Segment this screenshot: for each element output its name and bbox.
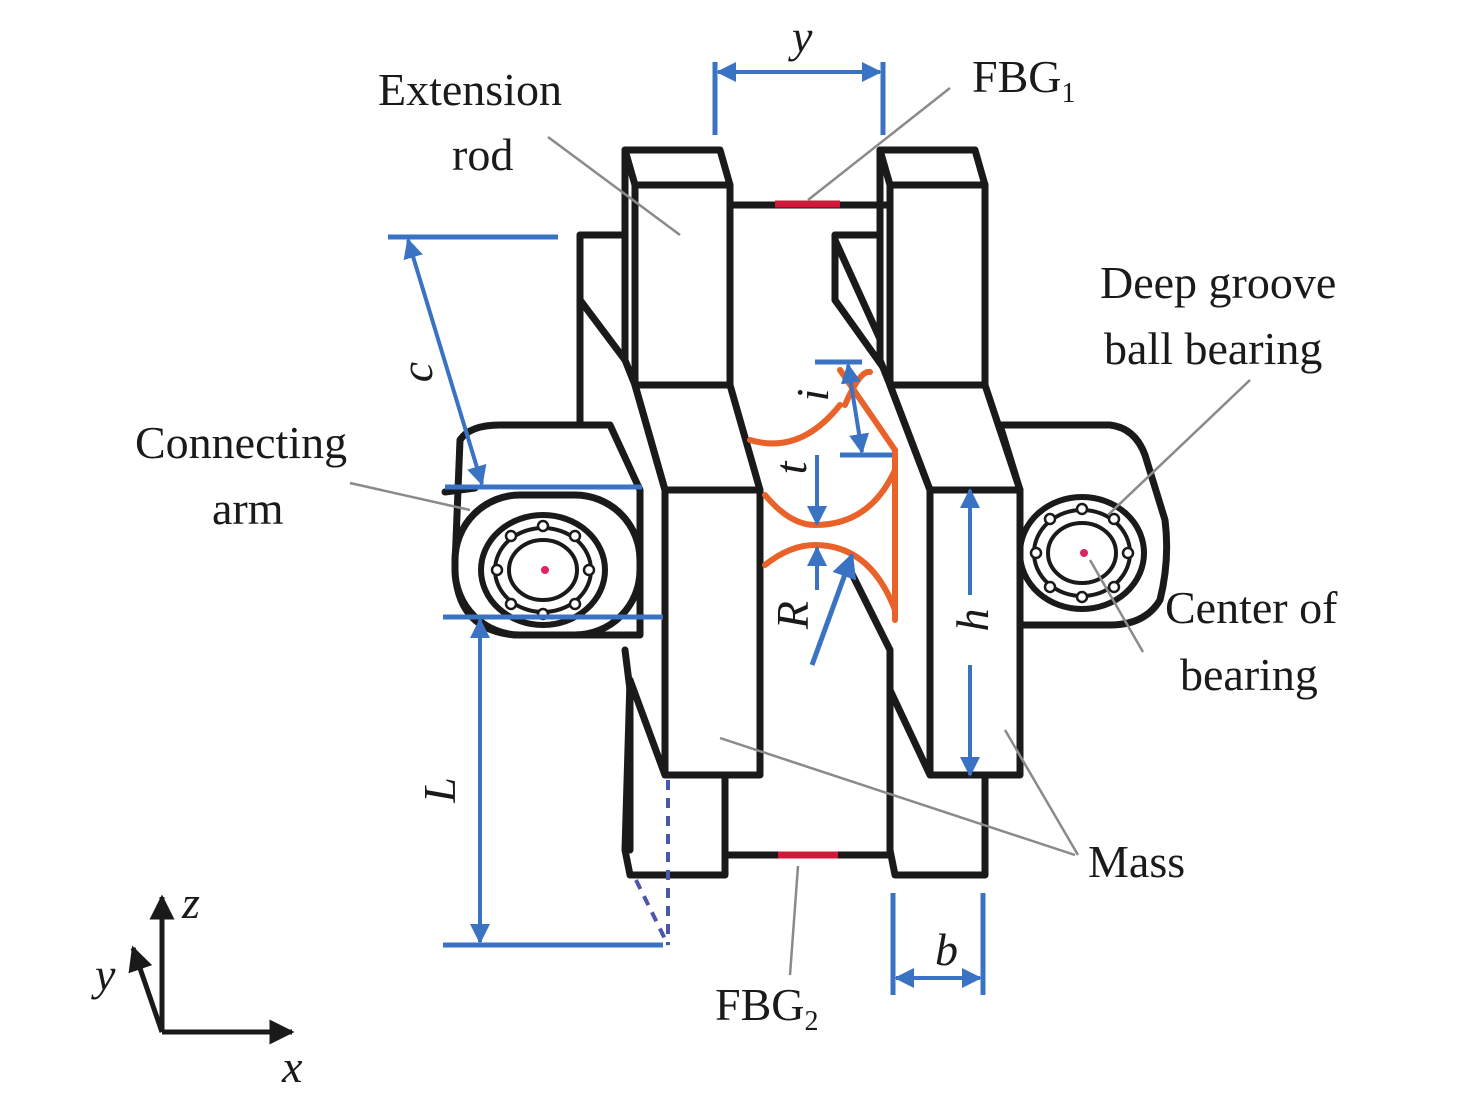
dim-c [388,234,642,490]
label-deep-groove-1: Deep groove [1100,257,1336,308]
leader-mass-right [1003,729,1080,856]
label-center-bearing-2: bearing [1180,649,1318,700]
right-bearing-center-dot [1080,549,1088,557]
dim-i [815,359,892,458]
left-back-plate [576,231,629,429]
dim-label-i: i [787,389,838,402]
dim-label-b: b [935,924,958,975]
dim-label-t: t [765,460,816,474]
leader-connecting-arm [349,481,471,512]
left-bearing-center-dot [541,566,549,574]
flexure-hinges [747,367,898,623]
leader-fbg1 [807,87,951,201]
label-fbg1-main: FBG [972,51,1061,102]
right-mass [886,381,1024,779]
dim-b [890,893,986,995]
right-extension-rod [876,146,989,389]
label-extension-rod-2: rod [452,129,513,180]
dim-L [443,614,663,948]
label-fbg2: FBG2 [715,979,818,1037]
left-extension-rod [621,146,734,389]
dim-label-c: c [391,362,442,382]
hidden-edge-dashed [634,780,670,946]
left-mass [631,381,764,779]
right-lower-rod [846,566,989,879]
leader-center-bearing [1088,559,1145,653]
dim-label-R: R [767,601,818,630]
label-connecting-arm-1: Connecting [135,417,347,468]
label-fbg1: FBG1 [972,51,1075,109]
dim-R [809,552,857,666]
axis-label-z: z [181,877,200,928]
label-fbg1-sub: 1 [1061,78,1075,109]
leader-extension-rod [547,135,681,237]
label-fbg2-sub: 2 [804,1006,818,1037]
leader-fbg2 [788,865,800,976]
label-center-bearing-1: Center of [1165,582,1338,633]
dim-label-L: L [414,777,465,804]
label-connecting-arm-2: arm [212,483,284,534]
dim-label-y: y [788,11,813,62]
label-fbg2-main: FBG [715,979,804,1030]
coordinate-axes [128,894,295,1045]
label-mass: Mass [1088,836,1185,887]
leader-mass-left [719,736,1076,857]
label-extension-rod-1: Extension [378,64,562,115]
axis-label-x: x [281,1041,303,1092]
dim-y [712,62,886,135]
dim-label-h: h [947,609,998,632]
leader-deep-groove [1107,379,1251,516]
top-beam [726,201,894,239]
axis-label-y: y [91,949,116,1000]
left-lower-rod [621,646,729,879]
y-axis-arrow [128,945,165,1033]
leader-lines [349,87,1251,976]
label-deep-groove-2: ball bearing [1104,323,1322,374]
